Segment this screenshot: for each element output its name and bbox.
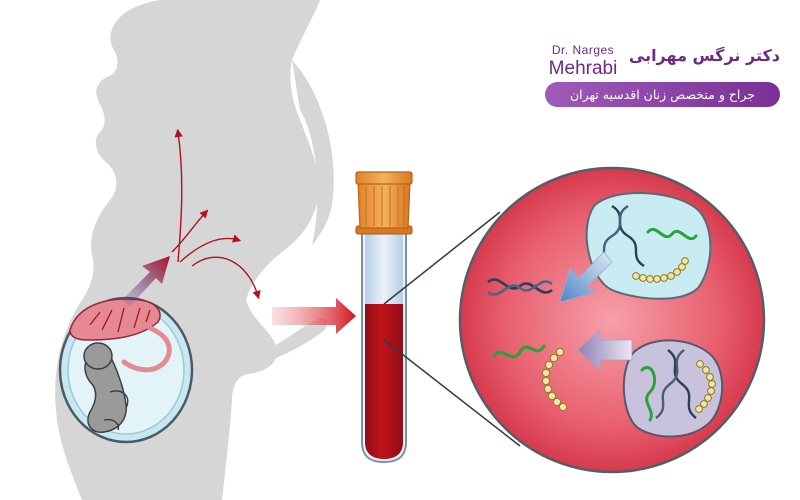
protein-chain-icon	[632, 257, 689, 283]
fetal-cell	[585, 192, 712, 300]
blood-draw-arrow	[272, 298, 356, 334]
placenta-icon	[69, 298, 161, 341]
rna-icon	[646, 228, 698, 240]
free-protein-chain-icon	[541, 347, 568, 412]
maternal-release-arrow	[577, 329, 633, 371]
brand-name-line2: Mehrabi	[548, 58, 618, 79]
brand-name-persian: دکتر نرگس مهرابی	[628, 46, 780, 65]
free-dna-icon	[487, 278, 553, 296]
dna-icon	[655, 349, 697, 419]
blood-tube-icon	[355, 171, 413, 464]
fetus-icon	[83, 342, 129, 433]
protein-chain-icon	[695, 360, 716, 413]
brand-name-english: Dr. Narges Mehrabi	[538, 44, 628, 78]
circulation-arrows	[171, 128, 261, 300]
fetal-release-arrow	[559, 251, 613, 303]
zoom-lines	[383, 211, 521, 447]
umbilical-cord	[121, 325, 172, 373]
upward-flow-arrow	[122, 256, 170, 306]
brand-subtitle-persian: جراح و متخصص زنان اقدسیه تهران	[545, 82, 780, 107]
free-rna-icon	[492, 344, 546, 359]
brand-name-line1: Dr. Narges	[551, 43, 615, 57]
rna-icon	[640, 366, 656, 422]
maternal-cell	[622, 339, 724, 438]
